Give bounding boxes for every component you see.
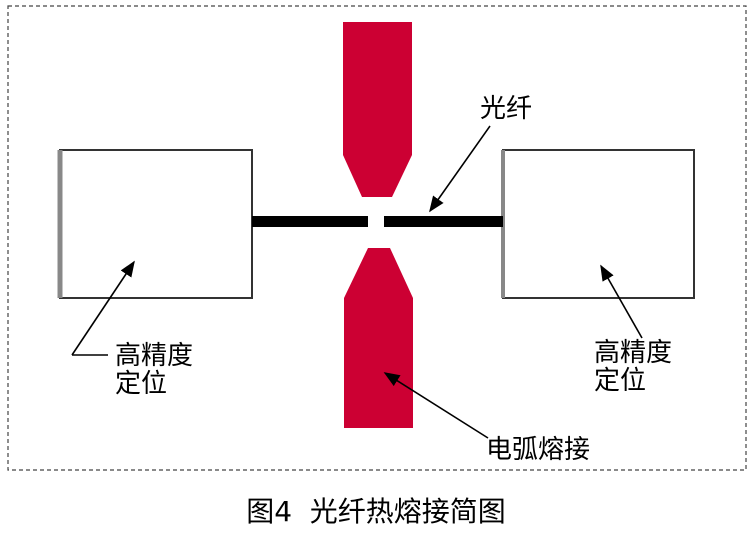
right-positioner-arrow (600, 264, 643, 339)
fiber-label: 光纤 (480, 94, 532, 124)
fiber-arrow (429, 125, 491, 213)
right-positioner-label-line1: 高精度 (594, 338, 672, 368)
lower-electrode (344, 248, 413, 428)
dashed-frame (7, 5, 747, 471)
left-positioner-label-line1: 高精度 (115, 341, 193, 371)
upper-electrode (343, 22, 412, 197)
right-positioner-block (502, 149, 695, 299)
figure-caption: 图4 光纤热熔接简图 (246, 495, 506, 528)
arc-fusion-label: 电弧熔接 (486, 435, 590, 465)
left-positioner-arrow (71, 260, 135, 356)
arc-fusion-arrow (383, 372, 489, 439)
left-fiber (252, 216, 368, 227)
right-fiber (384, 216, 503, 227)
left-positioner-label-line2: 定位 (115, 369, 167, 399)
left-positioner-block (59, 149, 253, 299)
right-positioner-label-line2: 定位 (594, 366, 646, 396)
